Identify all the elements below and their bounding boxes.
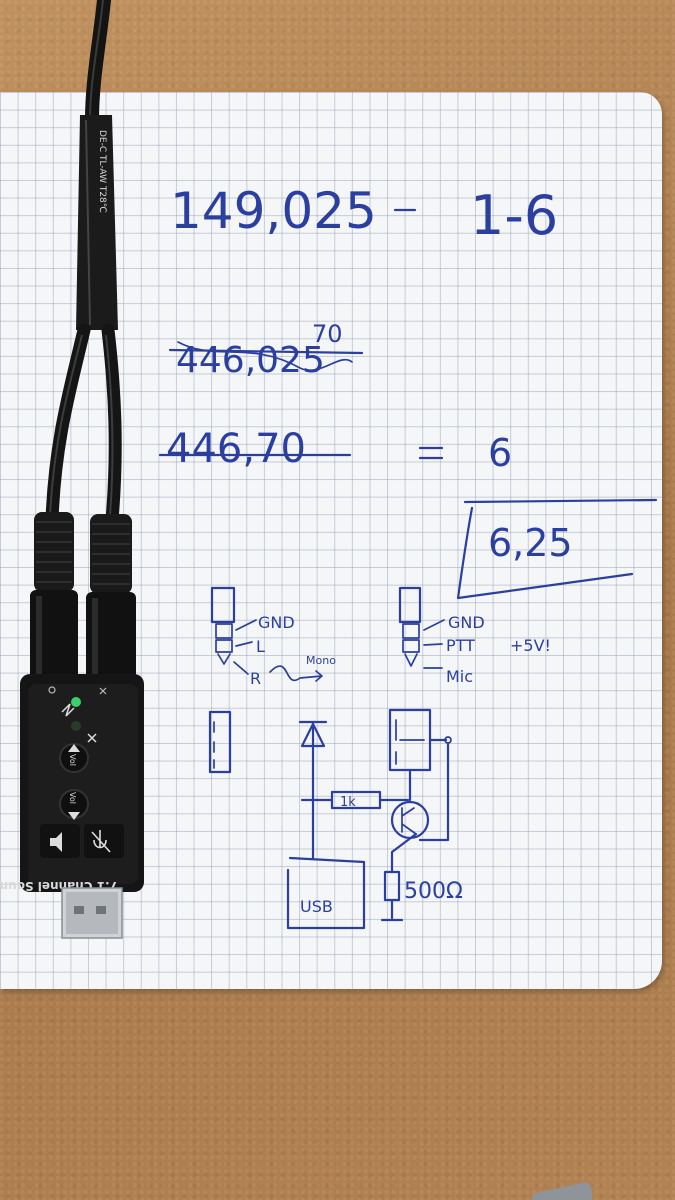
transistor-icon xyxy=(390,800,430,840)
jack-right-ring xyxy=(402,639,420,653)
resistor-500-label: 500Ω xyxy=(404,879,463,904)
circuit-jack-right-contacts xyxy=(395,719,425,765)
handwritten-notes: 149,025 1-6 446,025 70 446,70 6 6,25 xyxy=(158,182,658,600)
mic-mute-button-icon xyxy=(91,830,111,853)
note-freq3: 446,70 xyxy=(166,426,306,472)
wire-emitter xyxy=(390,832,418,874)
note-box-frame xyxy=(456,506,634,600)
transistor-leads xyxy=(401,807,417,835)
jack-right-lead-ptt xyxy=(423,643,443,646)
resistor-1k-label: 1k xyxy=(340,795,356,810)
mic-mute-icon xyxy=(87,733,97,743)
circuit-sketch: 1k USB 500Ω xyxy=(208,708,463,930)
vol-down-label: Vol xyxy=(68,792,77,804)
note-freq3-channel: 6 xyxy=(488,431,512,475)
note-equals xyxy=(418,446,444,460)
jack-left-r-label: R xyxy=(250,669,261,688)
usb-plug-hole-right xyxy=(96,906,106,914)
usb-plug-hole-left xyxy=(74,906,84,914)
jack-left-lead-r xyxy=(233,661,249,675)
status-led-green xyxy=(71,697,81,707)
mic-port-icon xyxy=(99,687,107,695)
jack-left-tip xyxy=(217,653,231,665)
jack-right-tip xyxy=(404,653,418,667)
vol-up-icon xyxy=(68,744,80,752)
note-freq2-struck: 446,025 xyxy=(176,340,325,381)
usb-box xyxy=(286,856,366,930)
headphone-port-icon xyxy=(48,686,56,694)
jack-diagram-mic: GND PTT +5V! Mic xyxy=(398,586,551,686)
jack-left-lead-gnd xyxy=(235,619,257,631)
resistor-500 xyxy=(383,870,401,902)
note-boxed-value: 6,25 xyxy=(488,521,573,565)
jack-left-sleeve xyxy=(215,623,233,639)
usb-plug-inner xyxy=(66,892,118,934)
cable-main-highlight xyxy=(89,0,104,121)
jack-right-gnd-label: GND xyxy=(448,613,485,632)
speaker-mute-icon xyxy=(50,832,62,852)
jack-right-mic-label: Mic xyxy=(446,667,473,686)
cable-left-branch xyxy=(45,323,91,527)
cable-right-branch xyxy=(101,323,122,527)
heat-shrink xyxy=(76,115,118,330)
jack-right-ptt-label: PTT xyxy=(446,636,475,655)
cable-print: DE-C TL-AW T28℃ xyxy=(97,130,107,213)
jack-diagram-stereo: GND L R Mono xyxy=(210,586,336,688)
audio-cable: DE-C TL-AW T28℃ xyxy=(30,0,136,682)
note-box-top xyxy=(463,498,658,504)
jack-plug-left xyxy=(30,512,78,680)
jack-right-lead-gnd xyxy=(423,619,445,631)
note-scribble xyxy=(177,341,353,371)
diode-icon xyxy=(300,722,326,748)
circuit-jack-left xyxy=(208,710,232,774)
note-freq2-correction: 70 xyxy=(312,320,343,348)
jack-left-mono-label: Mono xyxy=(306,654,336,667)
wire-right-loop xyxy=(418,742,450,842)
usb-label: USB xyxy=(300,897,333,916)
jack-left-body xyxy=(210,586,236,624)
mic-mute-button[interactable] xyxy=(84,824,124,858)
jack-left-gnd-label: GND xyxy=(258,613,295,632)
jack-plug-right xyxy=(86,514,136,682)
grey-object-corner xyxy=(532,1182,593,1200)
cable-left-highlight xyxy=(49,334,83,516)
jack-left-mono-arrow xyxy=(269,665,323,682)
ground-symbol xyxy=(380,898,404,922)
status-led-off xyxy=(71,721,81,731)
jack-left-lead-l xyxy=(235,641,253,647)
jack-right-body xyxy=(398,586,422,624)
note-freq1-channel: 1-6 xyxy=(470,184,558,247)
cable-right-highlight xyxy=(105,334,114,516)
heat-shrink-highlight xyxy=(85,119,91,326)
jack-right-supply-label: +5V! xyxy=(510,636,551,655)
vol-down-icon xyxy=(68,812,80,820)
jack-right-sleeve xyxy=(402,623,420,639)
jack-left-ring xyxy=(215,639,233,653)
cable-main xyxy=(85,0,111,127)
usb-sound-card: Vol Vol 7.1 Channel Sound xyxy=(0,674,144,939)
lightning-icon xyxy=(61,703,75,717)
vol-up-label: Vol xyxy=(68,754,77,766)
jack-left-l-label: L xyxy=(256,637,265,656)
note-freq1: 149,025 xyxy=(170,182,377,240)
